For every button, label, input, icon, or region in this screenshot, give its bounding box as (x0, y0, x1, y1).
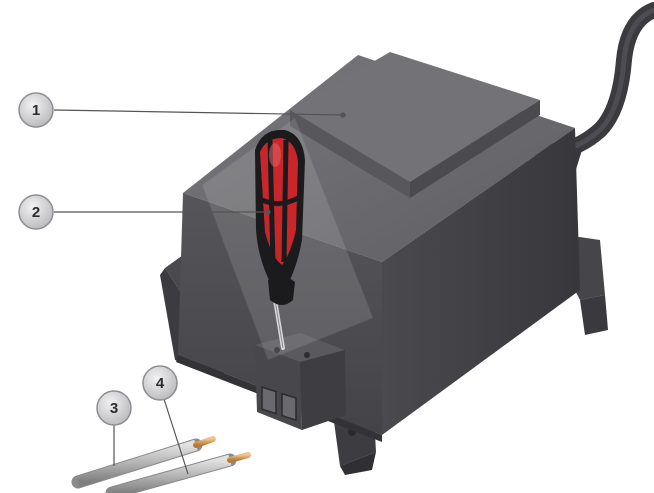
leader-line-1 (53, 109, 344, 116)
leader-dot-1 (340, 112, 346, 118)
callout-1: 1 (18, 92, 54, 128)
callout-4: 4 (142, 365, 178, 401)
leader-dot-2 (265, 209, 271, 215)
terminal-block (255, 333, 346, 430)
leader-line-4 (163, 398, 189, 475)
leader-lines (53, 109, 346, 475)
callout-3-label: 3 (110, 400, 118, 417)
wire-3 (71, 436, 216, 489)
wire-4 (105, 452, 251, 493)
screwdriver (201, 117, 374, 361)
callout-3: 3 (96, 390, 132, 426)
callout-2: 2 (18, 194, 54, 230)
callout-2-label: 2 (32, 204, 40, 221)
callout-1-label: 1 (32, 102, 40, 119)
callout-4-label: 4 (156, 375, 165, 392)
